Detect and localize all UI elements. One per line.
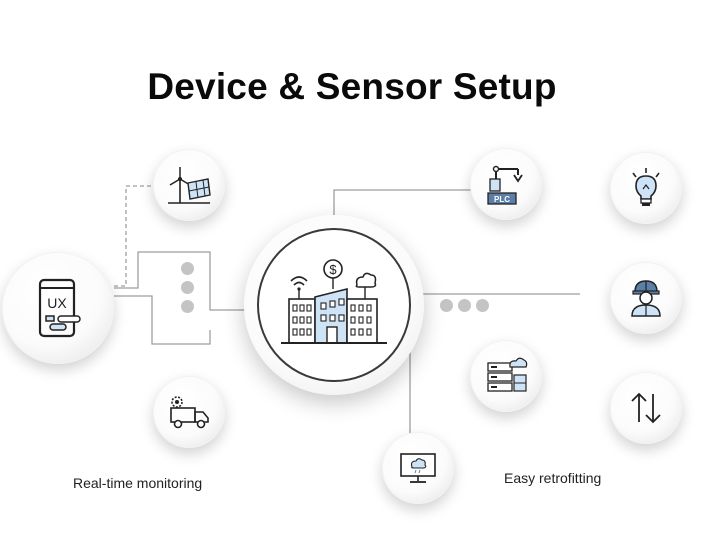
connector-dot (476, 299, 489, 312)
smart-building-hub: $ (244, 215, 424, 395)
plc-robot-node: PLC (470, 148, 542, 220)
server-cloud-icon (487, 357, 528, 392)
light-bulb-icon (632, 168, 660, 206)
page-title: Device & Sensor Setup (147, 66, 557, 107)
energy-node (153, 149, 225, 221)
service-truck-node (153, 376, 225, 448)
link-ux-to-truck (114, 295, 211, 345)
caption-easy-retrofitting: Easy retrofitting (504, 470, 602, 486)
smart-building-icon: $ (281, 259, 387, 344)
ux-app-node: UX (2, 252, 114, 364)
connector-dot (181, 281, 194, 294)
link-center-to-plc (333, 189, 472, 218)
connector-dot (440, 299, 453, 312)
connector-dot (458, 299, 471, 312)
up-down-arrows-icon (631, 392, 661, 424)
data-exchange-node (610, 372, 682, 444)
cloud-monitor-icon (400, 453, 436, 483)
connector-dot (181, 262, 194, 275)
svg-text:UX: UX (47, 295, 67, 311)
caption-real-time-monitoring: Real-time monitoring (73, 475, 203, 491)
ux-mobile-app-icon: UX (38, 278, 81, 338)
service-truck-icon (170, 396, 209, 429)
light-bulb-node (610, 152, 682, 224)
engineer-worker-icon (631, 280, 661, 317)
link-ux-to-dots (114, 251, 248, 311)
svg-text:$: $ (329, 262, 337, 277)
hub-inner-circle: $ (257, 228, 411, 382)
connector-dot (181, 300, 194, 313)
server-cloud-node (470, 340, 542, 412)
svg-text:PLC: PLC (494, 195, 510, 204)
robotic-arm-plc-icon: PLC (487, 165, 523, 205)
wind-solar-energy-icon (168, 167, 211, 204)
link-ux-to-energy (114, 185, 160, 287)
cloud-monitor-node (382, 432, 454, 504)
engineer-node (610, 262, 682, 334)
